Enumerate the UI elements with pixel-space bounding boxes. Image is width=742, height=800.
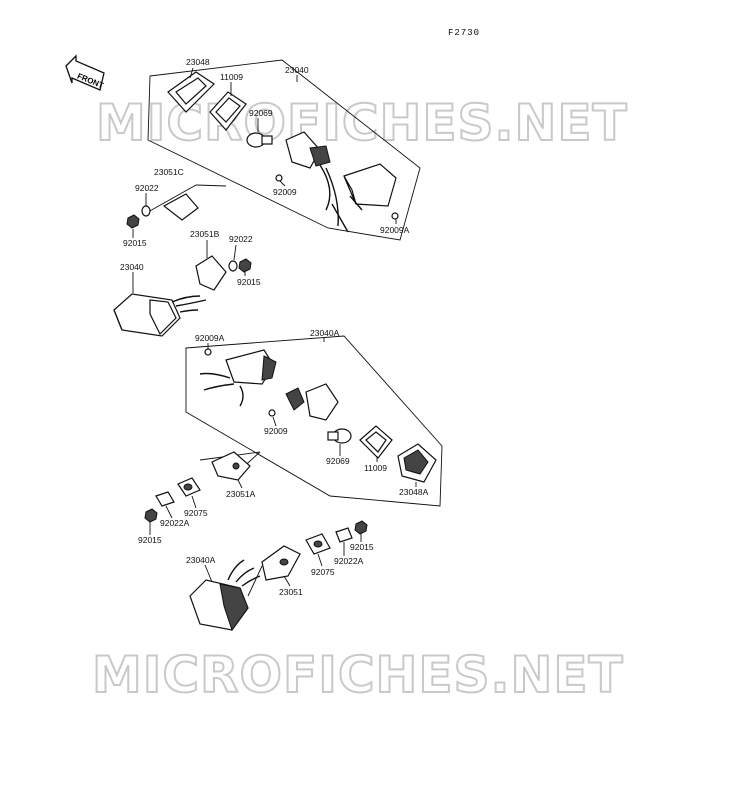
label-92022-b: 92022 <box>229 234 253 244</box>
turn-signal-left-23040 <box>113 293 181 337</box>
turn-signal-bottom-23040A <box>189 579 249 632</box>
label-23040-b: 23040 <box>120 262 144 272</box>
bracket-23051C <box>162 193 199 221</box>
label-92015-c: 92015 <box>138 535 162 545</box>
grommet-92075-b <box>305 533 331 555</box>
leader-92022Aa <box>165 505 173 519</box>
lens-23048 <box>167 71 215 113</box>
bulb-92069 <box>246 132 273 148</box>
wires-top <box>319 164 363 233</box>
label-92075-a: 92075 <box>184 508 208 518</box>
turn-signal-body-23040A <box>225 349 277 385</box>
bracket-23051 <box>261 545 301 581</box>
gasket-11009 <box>209 91 247 131</box>
screw-92009-b <box>268 409 276 417</box>
label-92009-b: 92009 <box>264 426 288 436</box>
leader-92022b <box>233 244 237 261</box>
label-23051B: 23051B <box>190 229 220 239</box>
label-11009-b: 11009 <box>364 463 387 473</box>
watermark-bottom: MICROFICHES.NET <box>92 646 624 704</box>
leader-92009b <box>272 416 277 427</box>
washer-92022 <box>141 205 151 217</box>
label-23051A: 23051A <box>226 489 256 499</box>
leader-23051C-b <box>195 184 227 187</box>
screw-92009A-b <box>204 348 212 356</box>
nut-92015-d <box>354 520 368 535</box>
bracket-23051A <box>211 451 251 481</box>
leader-92075a <box>191 495 197 509</box>
figure-number: F2730 <box>448 28 480 38</box>
label-92015-a: 92015 <box>123 238 147 248</box>
washer-92022A <box>155 491 175 507</box>
screw-92009 <box>275 174 283 182</box>
label-92069-a: 92069 <box>249 108 273 118</box>
leader-23051-b <box>247 565 263 597</box>
leaders-top <box>189 67 397 224</box>
label-92022-a: 92022 <box>135 183 159 193</box>
assembly-outline-23040A <box>185 335 443 507</box>
washer-92022-b <box>228 260 238 272</box>
gasket-11009-b <box>359 425 393 459</box>
bracket-23051B <box>195 255 227 291</box>
bulb-92069-b <box>327 428 352 444</box>
washer-92022A-b <box>335 527 353 543</box>
label-92009-a: 92009 <box>273 187 297 197</box>
leader-23051C <box>147 184 197 213</box>
label-92009A-b: 92009A <box>195 333 225 343</box>
label-23048A: 23048A <box>399 487 429 497</box>
leader-92075b <box>317 553 323 567</box>
lens-23048A <box>397 443 437 483</box>
label-23051C: 23051C <box>154 167 184 177</box>
nut-92015-b <box>238 258 252 273</box>
label-92015-b: 92015 <box>237 277 261 287</box>
nut-92015 <box>126 214 140 229</box>
label-92022A-b: 92022A <box>334 556 364 566</box>
front-arrow-icon: FRONT <box>65 54 105 91</box>
leader-23040Ab <box>204 564 213 583</box>
leader-23051A <box>237 479 243 489</box>
nut-92015-c <box>144 508 158 523</box>
label-23051: 23051 <box>279 587 303 597</box>
socket-housing-b <box>285 383 339 421</box>
label-92015-d: 92015 <box>350 542 374 552</box>
label-92075-b: 92075 <box>311 567 335 577</box>
assembly-outline-23040 <box>147 59 421 241</box>
label-92022A-a: 92022A <box>160 518 190 528</box>
grommet-92075 <box>177 477 201 497</box>
leader-23051 <box>283 575 291 587</box>
label-23040A-b: 23040A <box>186 555 216 565</box>
label-92009A-a: 92009A <box>380 225 410 235</box>
screw-92009A <box>391 212 399 220</box>
label-11009-a: 11009 <box>220 72 243 82</box>
label-92069-b: 92069 <box>326 456 350 466</box>
wires-bottom <box>227 559 261 587</box>
socket-housing <box>285 131 331 169</box>
wires-left <box>171 295 207 313</box>
label-23040A-a: 23040A <box>310 328 340 338</box>
label-23040-a: 23040 <box>285 65 309 75</box>
label-23048: 23048 <box>186 57 210 67</box>
turn-signal-body-23040 <box>343 163 397 207</box>
wires-mid <box>199 372 244 407</box>
